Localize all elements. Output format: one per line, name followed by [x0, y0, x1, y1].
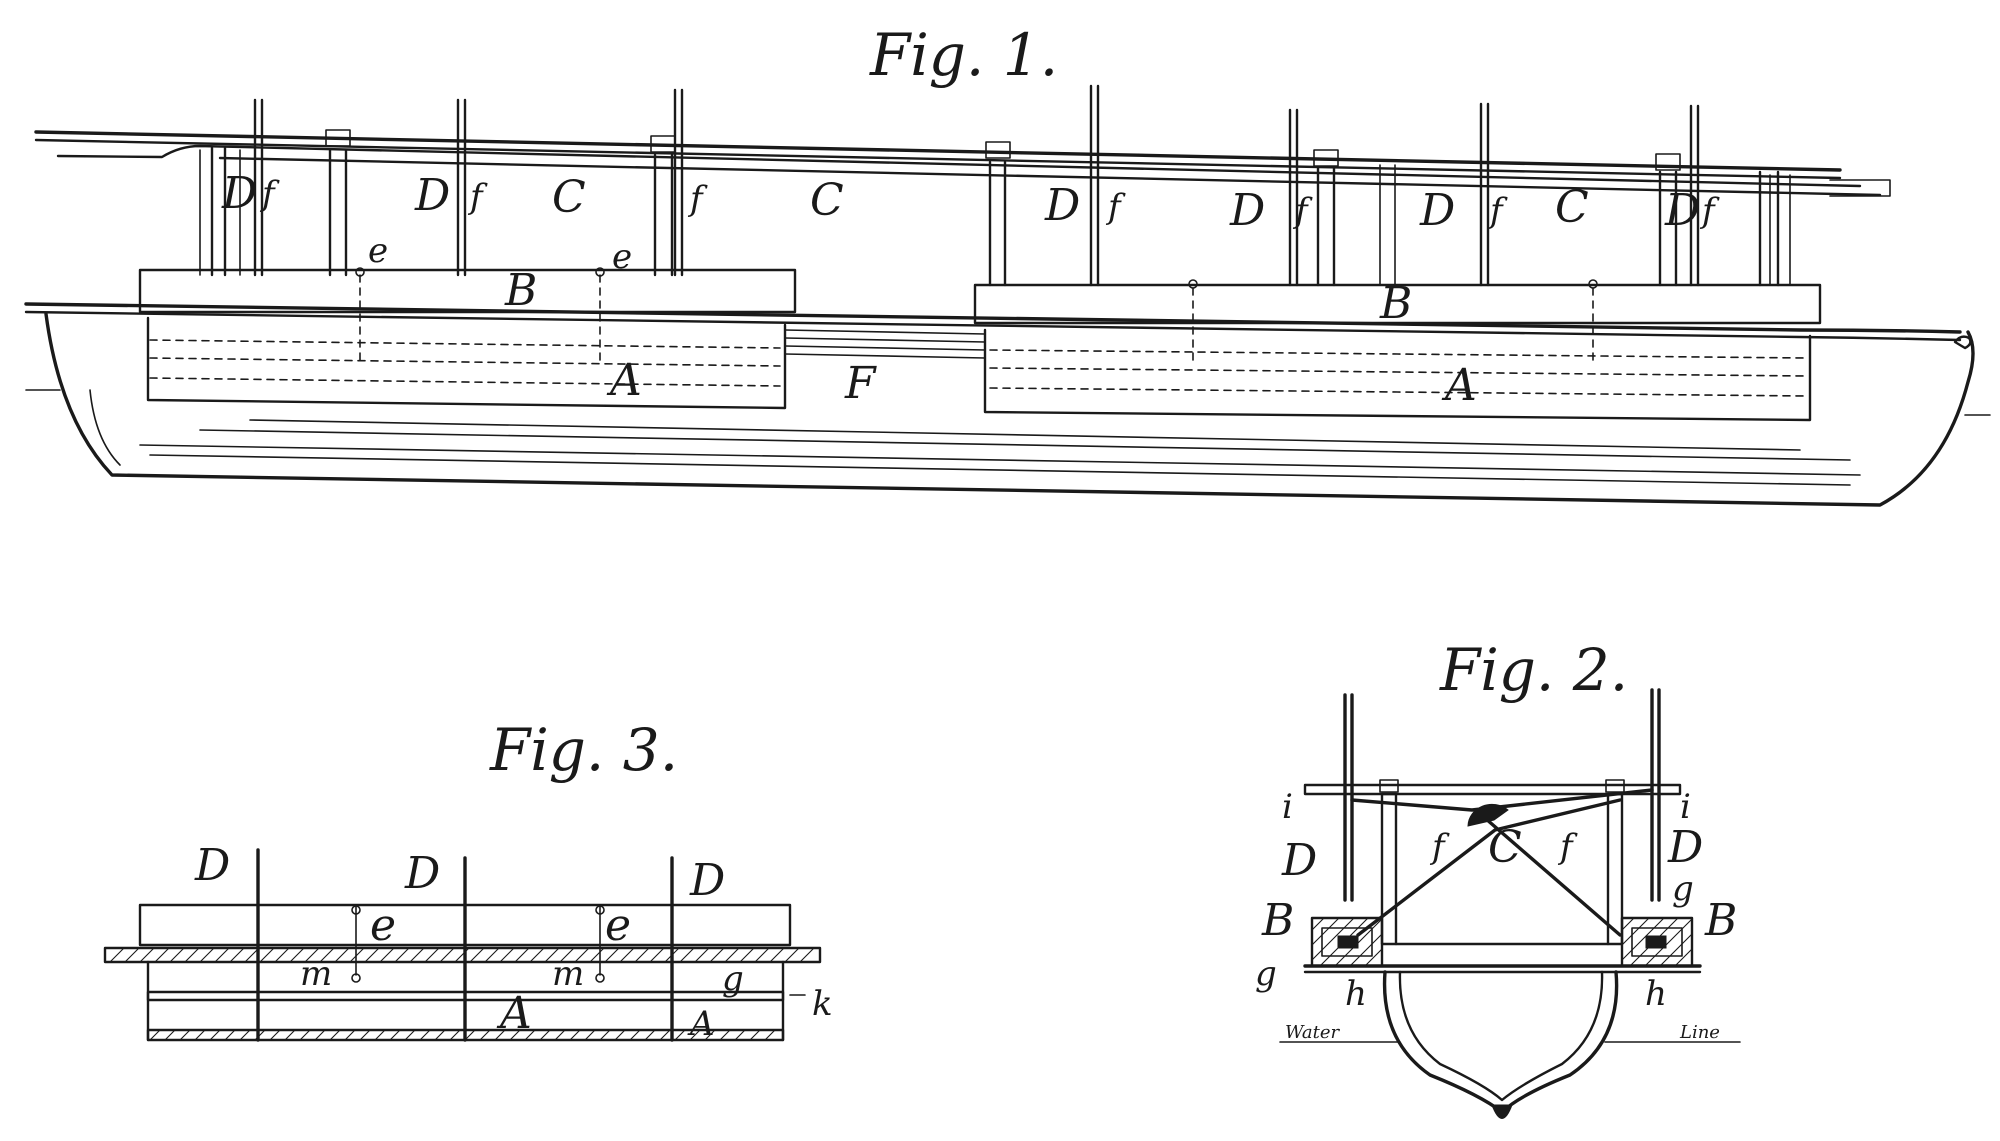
fig1-standards	[210, 129, 1780, 287]
fig3-label-m: m	[552, 954, 584, 994]
fig3-label-a: A	[496, 988, 532, 1039]
fig2-waterline-right: Line	[1679, 1022, 1720, 1043]
fig3-label-d: D	[404, 848, 440, 899]
fig1-pontoon-a-right	[983, 328, 1812, 422]
fig3-title: Fig. 3.	[489, 716, 678, 784]
fig2-label-f: f	[1429, 827, 1450, 867]
fig2-label-d: D	[1667, 822, 1703, 873]
fig2-label-h: h	[1345, 974, 1367, 1014]
fig1-pontoon-a-left	[146, 316, 787, 410]
figure-2: Fig. 2.	[1255, 636, 1741, 1119]
fig2-label-f: f	[1557, 827, 1578, 867]
fig1-label-f: f	[687, 179, 708, 219]
fig2-deck	[1303, 942, 1702, 974]
fig1-label-f: f	[1699, 191, 1720, 231]
fig2-label-i: i	[1282, 787, 1293, 827]
fig2-pontoon-b-right	[1620, 916, 1694, 968]
fig1-label-c: C	[552, 172, 586, 223]
fig1-label-a: A	[1441, 360, 1477, 411]
fig2-label-g: g	[1255, 954, 1277, 994]
fig1-column-frames	[199, 149, 1791, 286]
fig1-label-d: D	[1419, 185, 1455, 236]
fig2-title: Fig. 2.	[1439, 636, 1628, 704]
fig1-label-f: f	[467, 177, 488, 217]
fig1-top-rail	[34, 130, 1891, 197]
fig1-label-d: D	[1229, 185, 1265, 236]
figure-1: Fig. 1.	[24, 21, 1991, 507]
fig1-gap-f	[784, 329, 986, 359]
fig3-rods	[256, 848, 674, 1042]
fig3-hatching	[109, 947, 815, 1041]
fig1-label-a: A	[606, 355, 642, 406]
fig2-label-i: i	[1680, 787, 1691, 827]
fig3-label-g: g	[722, 959, 744, 999]
fig3-label-e: e	[605, 900, 631, 951]
fig3-label-d: D	[194, 840, 230, 891]
fig2-frame	[1303, 688, 1682, 946]
fig1-label-d: D	[1664, 185, 1700, 236]
fig2-waterline-left: Water	[1285, 1022, 1341, 1043]
fig2-label-d: D	[1281, 835, 1317, 886]
fig1-posts	[253, 84, 1700, 287]
fig1-label-b: B	[1379, 278, 1412, 329]
fig2-label-b: B	[1704, 895, 1737, 946]
fig2-label-c: C	[1488, 822, 1522, 873]
fig1-label-b: B	[504, 265, 537, 316]
fig1-label-f: f	[259, 174, 280, 214]
fig1-title: Fig. 1.	[869, 21, 1058, 89]
fig3-label-m: m	[300, 954, 332, 994]
fig1-label-f: f	[1105, 187, 1126, 227]
fig1-label-f-gap: F	[844, 358, 877, 409]
fig3-label-k: k	[812, 984, 833, 1024]
fig1-label-e: e	[612, 237, 632, 277]
fig3-label-a: A	[687, 1004, 715, 1044]
fig1-label-f: f	[1292, 191, 1313, 231]
fig1-label-c: C	[810, 175, 844, 226]
fig1-label-d: D	[221, 168, 257, 219]
fig2-label-g: g	[1672, 869, 1694, 909]
fig1-label-d: D	[414, 170, 450, 221]
fig1-label-f: f	[1487, 191, 1508, 231]
figure-3: Fig. 3. D D D e e m	[103, 716, 833, 1044]
fig1-hull	[24, 302, 1991, 507]
fig2-label-h: h	[1645, 974, 1667, 1014]
fig3-label-e: e	[370, 900, 396, 951]
fig1-label-d: D	[1044, 180, 1080, 231]
fig3-label-d: D	[689, 855, 725, 906]
fig1-label-e: e	[368, 231, 388, 271]
fig2-label-b: B	[1261, 895, 1294, 946]
fig2-bracing	[1350, 788, 1654, 937]
fig2-hull-section	[1279, 970, 1741, 1119]
fig1-label-c: C	[1555, 182, 1589, 233]
